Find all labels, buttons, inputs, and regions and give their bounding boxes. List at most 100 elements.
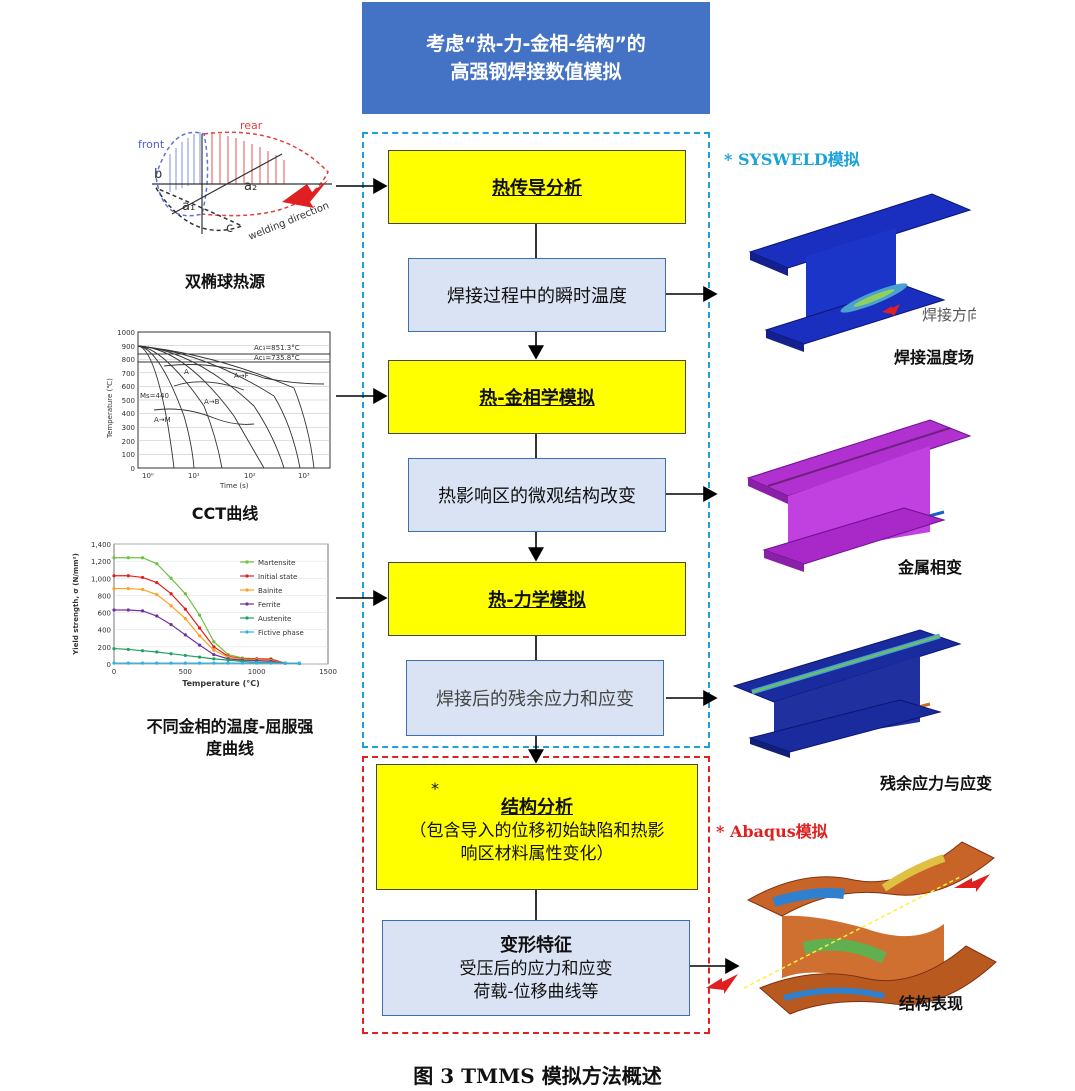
deformation-line2: 受压后的应力和应变 bbox=[459, 959, 613, 979]
data-point bbox=[140, 649, 145, 653]
svg-text:welding direction: welding direction bbox=[247, 200, 331, 242]
legend-label: Bainite bbox=[258, 587, 282, 595]
thermo-metallurgy-box: 热-金相学模拟 bbox=[388, 360, 686, 434]
svg-text:10³: 10³ bbox=[298, 472, 310, 480]
data-point bbox=[169, 661, 173, 665]
svg-text:A→M: A→M bbox=[154, 416, 171, 424]
data-point bbox=[183, 616, 187, 621]
data-point bbox=[297, 661, 302, 665]
data-point bbox=[112, 556, 116, 560]
data-point bbox=[212, 645, 216, 649]
residual-stress-figure bbox=[732, 629, 962, 758]
thermo-mechanics-label: 热-力学模拟 bbox=[488, 590, 586, 611]
data-point bbox=[226, 658, 230, 662]
residual-stress-label: 焊接后的残余应力和应变 bbox=[436, 689, 634, 710]
svg-text:A: A bbox=[184, 368, 189, 376]
yield-caption-line1: 不同金相的温度-屈服强 bbox=[146, 717, 314, 736]
svg-text:300: 300 bbox=[122, 424, 135, 432]
data-point bbox=[112, 646, 116, 651]
weld-direction-label: 焊接方向 bbox=[922, 306, 976, 324]
microstructure-box: 热影响区的微观结构改变 bbox=[408, 458, 666, 532]
thermo-metallurgy-label: 热-金相学模拟 bbox=[479, 388, 595, 409]
svg-text:Ac₁=735.8°C: Ac₁=735.8°C bbox=[254, 354, 300, 362]
data-point bbox=[140, 587, 145, 592]
legend-marker bbox=[245, 616, 249, 620]
data-point bbox=[112, 608, 116, 612]
svg-text:A→B: A→B bbox=[204, 398, 220, 406]
svg-text:A→F: A→F bbox=[234, 372, 249, 380]
x-tick-label: 0 bbox=[112, 668, 116, 676]
y-tick-label: 200 bbox=[98, 644, 111, 652]
svg-text:Temperature (℃): Temperature (℃) bbox=[106, 378, 114, 439]
instant-temperature-box: 焊接过程中的瞬时温度 bbox=[408, 258, 666, 332]
structural-analysis-box: * 结构分析 （包含导入的位移初始缺陷和热影 响区材料属性变化） bbox=[376, 764, 698, 890]
legend-label: Initial state bbox=[258, 573, 297, 581]
svg-text:Time (s): Time (s) bbox=[219, 482, 249, 490]
sysweld-label: * SYSWELD模拟 bbox=[724, 150, 860, 169]
structural-line3: 响区材料属性变化） bbox=[460, 844, 614, 864]
title-line1: 考虑“热-力-金相-结构”的 bbox=[426, 33, 646, 55]
svg-text:700: 700 bbox=[122, 370, 135, 378]
svg-text:400: 400 bbox=[122, 410, 135, 418]
svg-text:rear: rear bbox=[240, 119, 263, 132]
instant-temperature-label: 焊接过程中的瞬时温度 bbox=[447, 286, 627, 307]
legend-marker bbox=[245, 630, 249, 634]
svg-text:800: 800 bbox=[122, 356, 135, 364]
temperature-field-figure: 焊接方向 bbox=[748, 193, 976, 352]
svg-text:600: 600 bbox=[122, 383, 135, 391]
yield-caption: 不同金相的温度-屈服强 度曲线 bbox=[110, 716, 350, 760]
deformation-line3: 荷载-位移曲线等 bbox=[473, 982, 599, 1002]
svg-text:500: 500 bbox=[122, 397, 135, 405]
data-point bbox=[126, 647, 130, 652]
yield-caption-line2: 度曲线 bbox=[205, 739, 254, 758]
structural-figure bbox=[706, 841, 997, 1015]
title-line2: 高强钢焊接数值模拟 bbox=[450, 61, 622, 83]
phase-caption: 金属相变 bbox=[897, 558, 962, 577]
figure-caption: 图 3 TMMS 模拟方法概述 bbox=[413, 1064, 662, 1088]
x-tick-label: 1500 bbox=[319, 668, 337, 676]
data-point bbox=[126, 556, 130, 560]
data-point bbox=[155, 661, 159, 665]
data-point bbox=[183, 633, 187, 637]
data-point bbox=[269, 661, 273, 665]
data-point bbox=[155, 562, 159, 566]
legend-label: Austenite bbox=[258, 615, 291, 623]
thermo-mechanics-box: 热-力学模拟 bbox=[388, 562, 686, 636]
heat-source-figure: front rear b a₁ a₂ c welding direction bbox=[138, 119, 332, 243]
structure-caption: 结构表现 bbox=[898, 994, 963, 1013]
data-point bbox=[126, 661, 130, 665]
data-point bbox=[183, 607, 187, 611]
svg-text:1000: 1000 bbox=[117, 329, 135, 337]
svg-text:b: b bbox=[154, 167, 162, 182]
y-tick-label: 1,000 bbox=[91, 575, 111, 583]
heat-source-caption: 双椭球热源 bbox=[184, 272, 265, 291]
y-tick-label: 0 bbox=[107, 661, 111, 669]
data-point bbox=[212, 648, 216, 652]
abaqus-label: * Abaqus模拟 bbox=[716, 822, 828, 841]
data-point bbox=[183, 653, 187, 658]
svg-text:c: c bbox=[226, 221, 233, 236]
data-point bbox=[140, 556, 145, 560]
svg-text:Ms=440: Ms=440 bbox=[140, 392, 169, 400]
data-point bbox=[212, 657, 216, 661]
svg-text:100: 100 bbox=[122, 451, 135, 459]
heat-conduction-box: 热传导分析 bbox=[388, 150, 686, 224]
data-point bbox=[126, 586, 130, 591]
x-tick-label: 500 bbox=[179, 668, 192, 676]
svg-text:Ac₃=851.3°C: Ac₃=851.3°C bbox=[254, 344, 300, 352]
svg-text:10²: 10² bbox=[244, 472, 256, 480]
data-point bbox=[126, 574, 130, 578]
legend-label: Martensite bbox=[258, 559, 295, 567]
data-point bbox=[183, 661, 187, 665]
structural-line2: （包含导入的位移初始缺陷和热影 bbox=[409, 821, 665, 841]
data-point bbox=[198, 626, 202, 630]
data-point bbox=[169, 592, 173, 596]
microstructure-label: 热影响区的微观结构改变 bbox=[438, 486, 636, 507]
y-tick-label: 600 bbox=[98, 610, 111, 618]
data-point bbox=[155, 614, 159, 618]
data-point bbox=[169, 652, 173, 656]
x-tick-label: 1000 bbox=[248, 668, 266, 676]
